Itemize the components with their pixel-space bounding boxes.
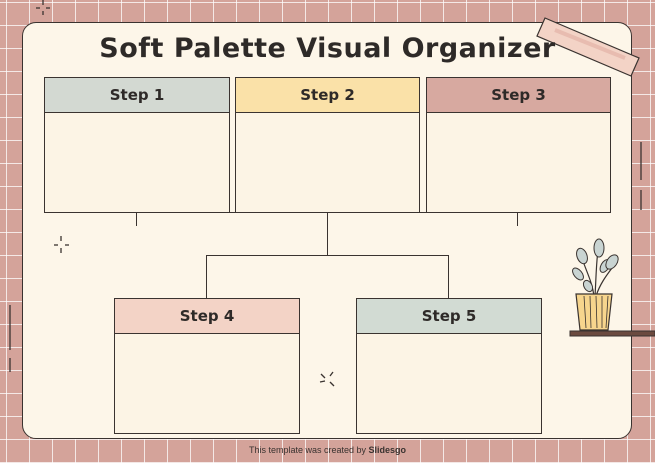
sparkle-icon [36, 0, 50, 15]
step-3-label: Step 3 [491, 86, 546, 104]
step-5-header: Step 5 [357, 299, 541, 334]
doodle-lines-left [9, 305, 11, 372]
step-4-header: Step 4 [115, 299, 299, 334]
step-5-box: Step 5 [356, 298, 542, 434]
plant-pot-icon [569, 238, 655, 337]
connector-left-drop [136, 212, 138, 226]
connector-bottom-horizontal [206, 255, 449, 257]
step-2-label: Step 2 [300, 86, 355, 104]
step-3-header: Step 3 [427, 78, 610, 113]
step-4-label: Step 4 [179, 307, 235, 325]
connector-right-drop [517, 212, 519, 226]
page-title: Soft Palette Visual Organizer [99, 33, 556, 64]
step-3-box: Step 3 [426, 77, 611, 213]
step-1-box: Step 1 [44, 77, 230, 213]
step-4-box: Step 4 [114, 298, 300, 434]
step-1-header: Step 1 [45, 78, 229, 113]
footer-brand-link[interactable]: Slidesgo [368, 445, 407, 455]
washi-tape [536, 17, 640, 77]
sparkle-icon [319, 371, 335, 387]
connector-center-down [327, 212, 329, 255]
connector-step5-drop [448, 255, 450, 299]
footer-prefix: This template was created by [248, 445, 369, 455]
connector-step4-drop [206, 255, 208, 299]
step-5-label: Step 5 [421, 307, 477, 325]
footer-credit: This template was created by Slidesgo [0, 445, 655, 455]
doodle-lines-right [640, 142, 642, 210]
step-2-box: Step 2 [235, 77, 420, 213]
step-2-header: Step 2 [236, 78, 419, 113]
sparkle-icon [54, 236, 69, 253]
step-1-label: Step 1 [109, 86, 165, 104]
